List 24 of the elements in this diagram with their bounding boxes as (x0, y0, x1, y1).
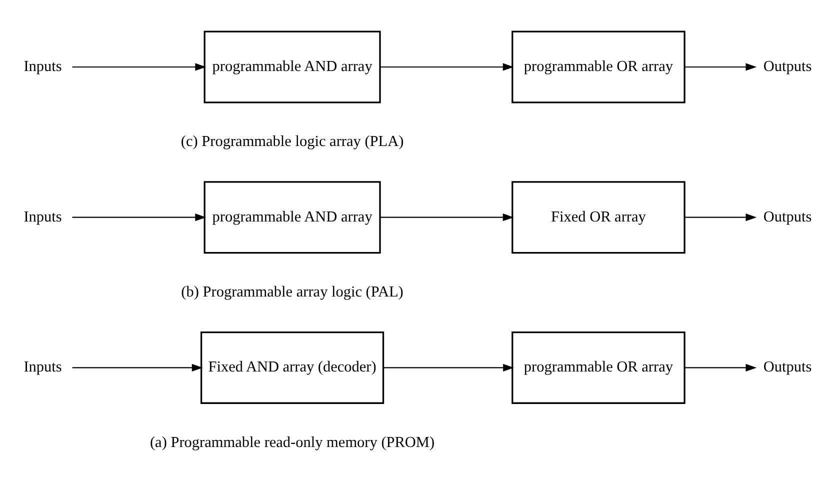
arrow (684, 364, 756, 372)
node-box: Fixed OR array (511, 181, 685, 254)
node-text: Outputs (762, 208, 812, 226)
arrow (684, 214, 756, 222)
node-box: programmable OR array (511, 331, 685, 404)
node-box: Fixed AND array (decoder) (200, 331, 384, 404)
arrow (684, 63, 756, 71)
arrow (72, 364, 202, 372)
label: (b) Programmable array logic (PAL) (180, 284, 403, 301)
arrow (380, 214, 514, 222)
node-text: Outputs (762, 58, 812, 76)
node-box: programmable AND array (203, 181, 380, 254)
node-text: Inputs (23, 358, 62, 376)
arrow (380, 63, 514, 71)
label: (c) Programmable logic array (PLA) (180, 133, 404, 150)
node-text: Outputs (762, 358, 812, 376)
arrow (72, 63, 206, 71)
node-text: Inputs (23, 208, 62, 226)
arrow (382, 364, 514, 372)
node-box: programmable AND array (203, 30, 380, 104)
node-text: Inputs (23, 58, 62, 76)
arrow (72, 214, 206, 222)
label: (a) Programmable read-only memory (PROM) (149, 434, 434, 451)
node-box: programmable OR array (511, 30, 685, 104)
